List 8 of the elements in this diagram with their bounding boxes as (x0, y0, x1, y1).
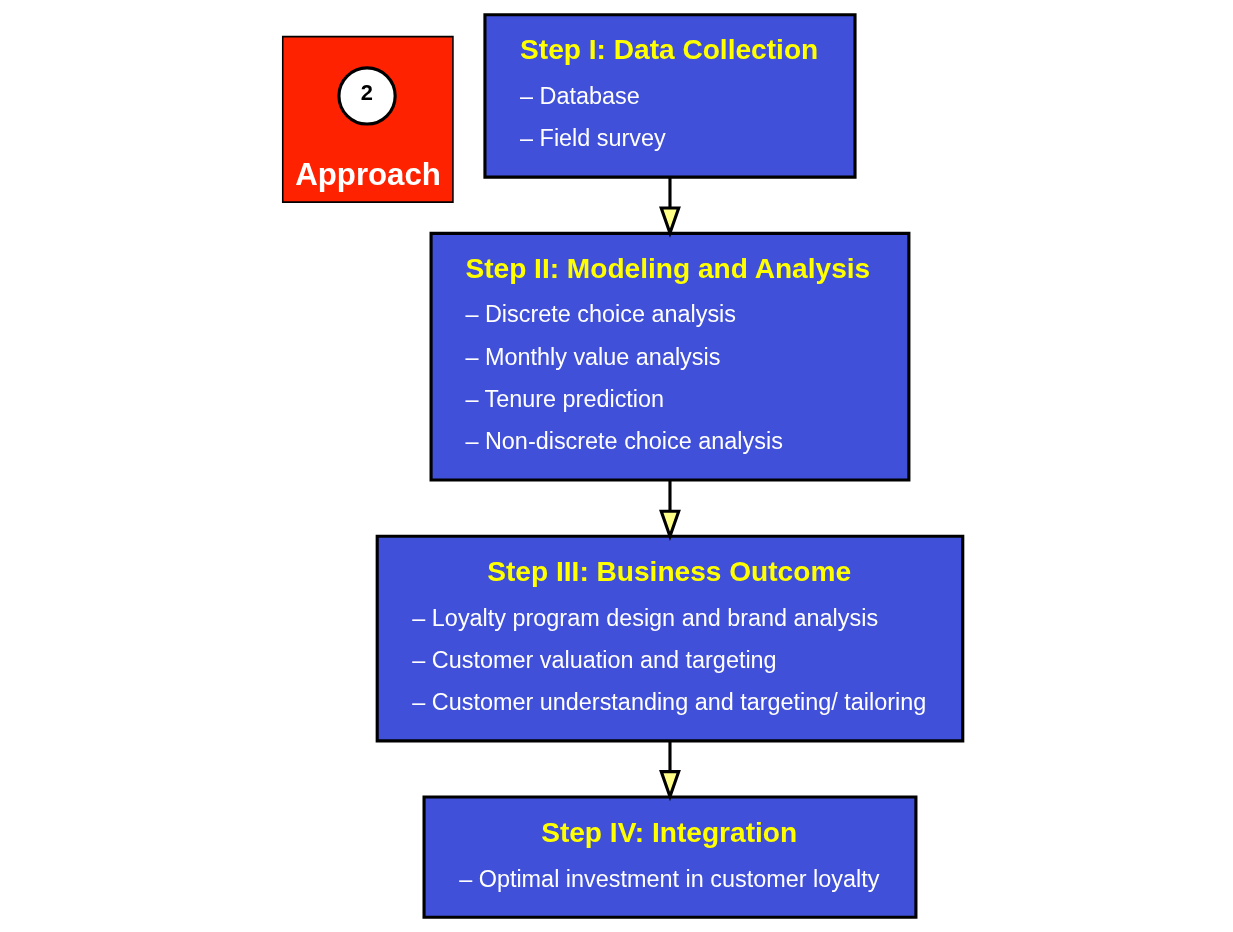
arrow (659, 740, 681, 802)
arrow (659, 480, 681, 541)
node-circle: 2 (337, 66, 397, 126)
node-box: Step IV: Integration – Optimal investment in customer loyalty (422, 795, 918, 919)
node-box: Step III: Business Outcome – Loyalty program design and brand analysis – Customer valuation and targeting – Customer understanding and targeting/ tailoring (375, 534, 965, 743)
node-box: Step I: Data Collection – Database – Field survey (483, 13, 857, 179)
node-box: Step II: Modeling and Analysis – Discrete choice analysis – Monthly value analysis – Tenure prediction – Non-discrete choice analysis (429, 231, 911, 482)
arrow (659, 177, 681, 238)
